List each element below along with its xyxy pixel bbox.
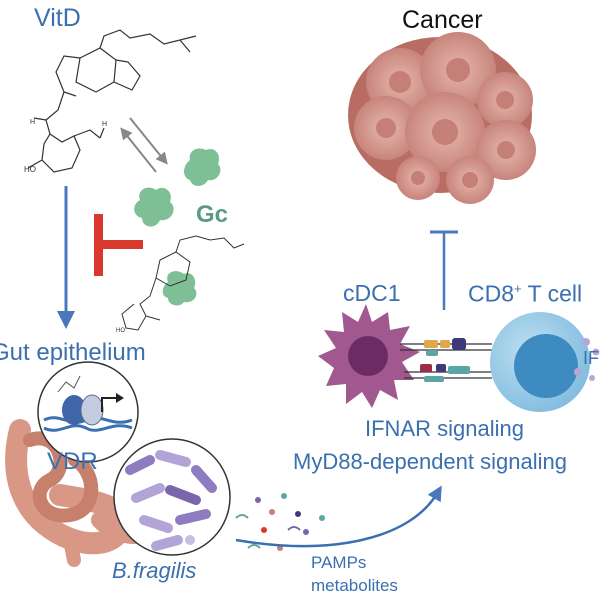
metabolites-label: metabolites xyxy=(311,576,398,595)
b-fragilis-label: B.fragilis xyxy=(112,558,197,583)
gut-epithelium-label: Gut epithelium xyxy=(0,339,146,366)
dna-receptor-icon xyxy=(37,361,139,463)
cd8-t-cell-label: CD8+ T cell xyxy=(468,282,582,306)
dendritic-cell-icon xyxy=(318,304,420,408)
exchange-arrow-down xyxy=(129,117,168,165)
ifn-dots-icon xyxy=(574,338,600,381)
gc-label: Gc xyxy=(196,201,229,228)
cd8-prefix: CD8 xyxy=(468,280,515,307)
cancer-label: Cancer xyxy=(402,6,483,34)
myd88-signaling-label: MyD88-dependent signaling xyxy=(293,449,567,474)
tumor-cluster-icon xyxy=(348,32,536,204)
vitd-label: VitD xyxy=(34,4,81,32)
pamps-particles-icon xyxy=(235,493,325,551)
vitd-ho-label: HO xyxy=(24,165,36,174)
bound-ho-label: HO xyxy=(116,328,125,334)
vitd-molecule-icon xyxy=(27,29,197,173)
gc-protein-icon xyxy=(134,148,221,306)
inhibition-bar-icon xyxy=(94,214,143,276)
vitd-h-label-2: H xyxy=(102,121,107,128)
ifnar-signaling-label: IFNAR signaling xyxy=(365,416,524,441)
cd8-suffix: T cell xyxy=(521,280,583,307)
ifn-label: IFN xyxy=(583,348,600,368)
cdc1-label: cDC1 xyxy=(343,280,401,306)
bound-vitd-molecule-icon xyxy=(121,235,245,331)
receptor-bridge-icon xyxy=(400,338,492,382)
t-cell-icon xyxy=(490,312,590,412)
pamps-label: PAMPs xyxy=(311,553,367,572)
pamps-to-dc-arrow xyxy=(235,485,442,548)
exchange-arrow-up xyxy=(120,127,157,173)
vdr-label: VDR xyxy=(47,448,98,475)
bacteria-icon xyxy=(113,438,231,556)
vitd-h-label-1: H xyxy=(30,119,35,126)
cd8-superscript: + xyxy=(514,281,522,296)
